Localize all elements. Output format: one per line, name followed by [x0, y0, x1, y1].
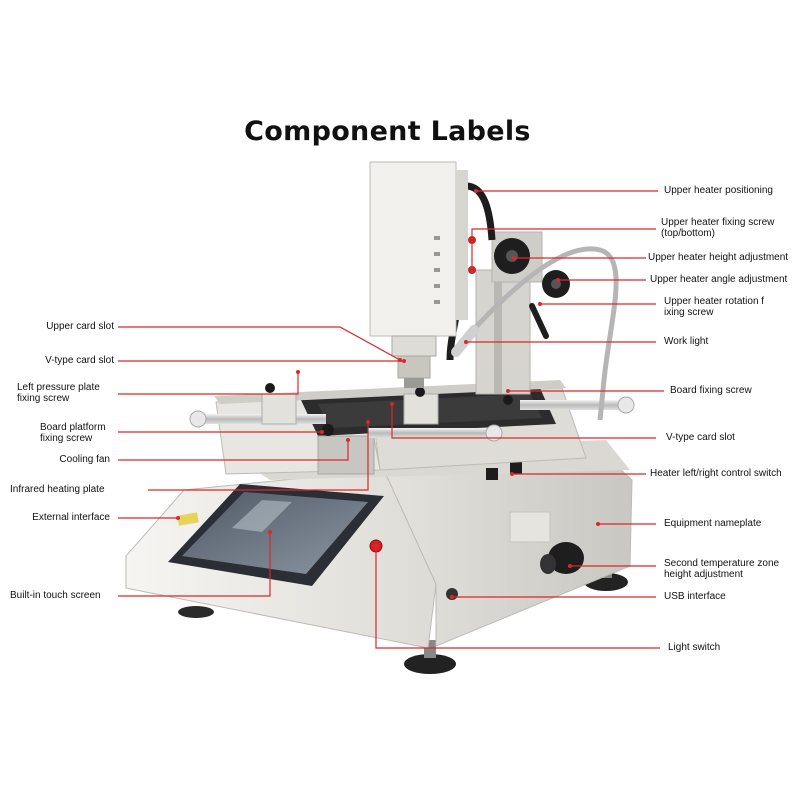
foot	[178, 606, 214, 618]
leader-light-switch	[375, 546, 660, 649]
label-upper-heater-positioning: Upper heater positioning	[664, 185, 773, 196]
control-switch	[510, 462, 522, 474]
rod	[520, 400, 626, 410]
label-left-pressure-plate-fixing-screw: Left pressure plate fixing screw	[17, 382, 100, 404]
work-light-arm	[462, 246, 619, 421]
label-v-type-card-slot-left: V-type card slot	[45, 355, 114, 366]
label-work-light: Work light	[664, 336, 709, 347]
pressure-plate	[261, 393, 297, 425]
label-board-platform-fixing-screw: Board platform fixing screw	[40, 422, 106, 444]
control-switch	[486, 468, 498, 480]
touch-screen	[182, 492, 368, 574]
label-upper-heater-rotation-fixing-screw: Upper heater rotation f ixing screw	[664, 296, 765, 318]
leader-left-pressure-plate	[118, 372, 299, 395]
label-upper-heater-angle-adjustment: Upper heater angle adjustment	[650, 274, 788, 285]
rod	[368, 428, 498, 438]
nameplate	[509, 511, 551, 543]
label-infrared-heating-plate: Infrared heating plate	[10, 484, 105, 495]
label-light-switch: Light switch	[668, 642, 721, 653]
rod	[196, 414, 326, 424]
leader-upper-card-slot	[118, 326, 401, 361]
leader-infrared	[148, 422, 369, 491]
label-upper-card-slot: Upper card slot	[46, 321, 114, 332]
pressure-plate	[403, 393, 439, 425]
external-interface-port	[177, 512, 199, 526]
foot	[404, 654, 456, 674]
label-upper-heater-height-adjustment: Upper heater height adjustment	[648, 252, 789, 263]
label-external-interface: External interface	[32, 512, 110, 523]
cooling-fan	[317, 435, 375, 475]
label-second-temperature-zone-height-adjustment: Second temperature zone height adjustmen…	[664, 558, 780, 580]
label-cooling-fan: Cooling fan	[59, 454, 110, 465]
column	[475, 269, 531, 395]
leader-cooling-fan	[118, 440, 349, 461]
label-usb-interface: USB interface	[664, 591, 726, 602]
leader-v-type-right	[391, 404, 656, 439]
label-built-in-touch-screen: Built-in touch screen	[10, 590, 101, 601]
leader-touch-screen	[118, 532, 271, 597]
upper-heater	[369, 161, 457, 337]
label-upper-heater-fixing-screw: Upper heater fixing screw (top/bottom)	[661, 217, 775, 239]
upper-heater-nozzle	[391, 335, 437, 357]
label-equipment-nameplate: Equipment nameplate	[664, 518, 762, 529]
label-v-type-card-slot-right: V-type card slot	[666, 432, 735, 443]
label-board-fixing-screw: Board fixing screw	[670, 385, 752, 396]
label-heater-left-right-control-switch: Heater left/right control switch	[650, 468, 782, 479]
leader-fixing-screw	[471, 228, 656, 270]
diagram-title: Component Labels	[244, 116, 531, 147]
